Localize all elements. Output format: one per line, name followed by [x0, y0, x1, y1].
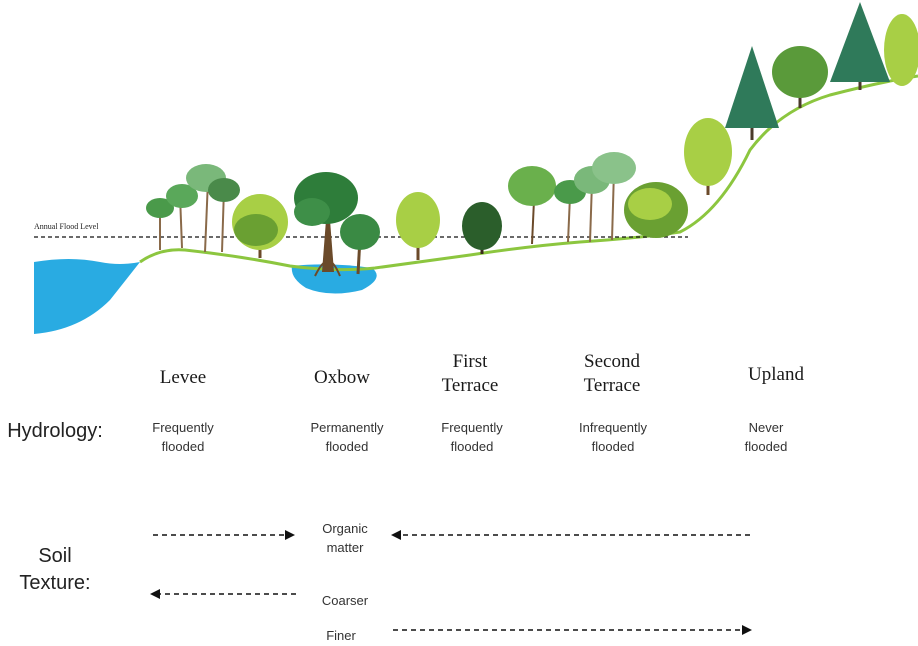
zone-oxbow: Oxbow [314, 367, 370, 388]
zone-levee: Levee [159, 367, 207, 388]
first-terrace-trees [396, 166, 556, 260]
hydrology-upland: Never flooded [744, 420, 788, 454]
river-water [34, 259, 140, 334]
ground-line [139, 74, 918, 272]
soil-texture-label: Soil Texture: [19, 545, 91, 594]
hydrology-label: Hydrology: [7, 420, 103, 442]
second-terrace-trees [554, 152, 688, 243]
upland-trees [684, 2, 918, 195]
hydrology-levee: Frequently flooded [152, 420, 214, 454]
zone-upland: Upland [748, 364, 804, 385]
hydrology-oxbow: Permanently flooded [310, 420, 384, 454]
zone-second-terrace: Second Terrace [583, 351, 641, 396]
oxbow-water [291, 264, 377, 294]
floodplain-landscape [34, 2, 918, 334]
soil-finer: Finer [326, 628, 356, 643]
levee-trees [146, 164, 288, 258]
soil-arrows [150, 530, 752, 635]
soil-organic-matter: Organic matter [322, 521, 368, 555]
hydrology-second-terrace: Infrequently flooded [579, 420, 647, 454]
oxbow-trees [294, 172, 380, 277]
flood-level-label: Annual Flood Level [34, 222, 99, 231]
zone-first-terrace: First Terrace [441, 351, 499, 396]
soil-coarser: Coarser [321, 593, 369, 608]
hydrology-first-terrace: Frequently flooded [441, 420, 503, 454]
